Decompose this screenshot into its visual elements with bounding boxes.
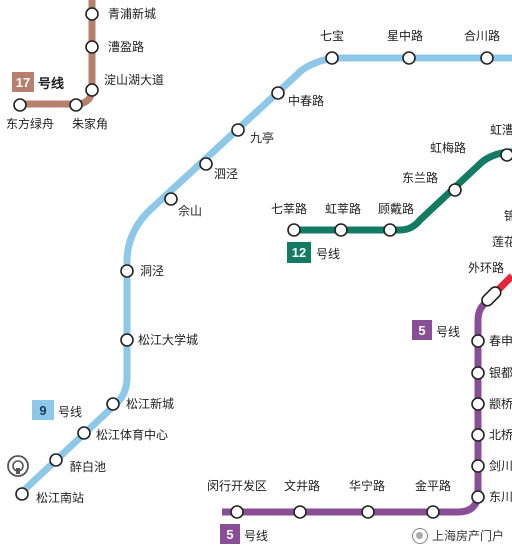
station-marker[interactable]	[15, 487, 29, 501]
station-label: 青浦新城	[108, 6, 156, 21]
line-5-south-suffix: 号线	[244, 529, 269, 543]
station-marker[interactable]	[106, 397, 120, 411]
station-label: 淀山湖大道	[104, 72, 164, 87]
wechat-logo-icon	[411, 527, 428, 544]
station-label: 颛桥	[489, 397, 512, 411]
station-label: 七宝	[320, 29, 344, 43]
station-marker[interactable]	[77, 426, 91, 440]
station-marker[interactable]	[471, 459, 485, 473]
station-label: 东川	[489, 490, 512, 504]
station-marker[interactable]	[199, 157, 213, 171]
station-label: 文井路	[284, 478, 320, 493]
station-label: 朱家角	[72, 116, 108, 131]
line-5-east-suffix: 号线	[436, 325, 461, 339]
line-17-suffix: 号线	[38, 77, 65, 92]
station-marker[interactable]	[120, 333, 134, 347]
station-marker[interactable]	[402, 51, 416, 65]
line-9-stations: 松江南站 醉白池 松江体育中心 松江新城 松江大学城 洞泾 佘山 泗泾 九亭 中…	[15, 28, 500, 505]
line-12-stations: 七莘路 虹莘路 顾戴路 东兰路 虹梅路 虹漕	[271, 123, 512, 237]
line-12-suffix: 号线	[316, 247, 341, 261]
station-marker[interactable]	[287, 223, 301, 237]
station-marker[interactable]	[230, 505, 244, 519]
line-5-south-badge: 5	[220, 524, 240, 544]
line-9-suffix: 号线	[58, 405, 83, 419]
station-label: 华宁路	[349, 478, 385, 493]
station-marker[interactable]	[293, 505, 307, 519]
line-12-track	[294, 148, 512, 234]
station-label: 北桥	[489, 428, 512, 442]
station-label: 松江体育中心	[96, 427, 168, 442]
station-label: 松江南站	[36, 490, 84, 505]
station-label: 虹漕	[490, 123, 512, 137]
station-marker[interactable]	[334, 223, 348, 237]
station-label: 泗泾	[214, 167, 238, 181]
station-label: 松江新城	[126, 396, 174, 411]
station-label: 闵行开发区	[207, 478, 267, 493]
station-label: 醉白池	[70, 459, 106, 474]
line-17-stations: 青浦新城 漕盈路 淀山湖大道 朱家角 东方绿舟	[6, 6, 164, 131]
station-marker[interactable]	[471, 397, 485, 411]
station-label: 东方绿舟	[6, 116, 54, 131]
station-label: 星中路	[387, 28, 423, 43]
station-marker[interactable]	[471, 428, 485, 442]
station-marker[interactable]	[426, 505, 440, 519]
station-marker[interactable]	[471, 490, 485, 504]
station-marker[interactable]	[69, 98, 83, 112]
station-label: 剑川	[489, 458, 512, 473]
station-marker[interactable]	[500, 148, 512, 162]
station-label: 中春路	[288, 93, 324, 108]
station-marker[interactable]	[448, 183, 462, 197]
station-marker[interactable]	[325, 51, 339, 65]
station-label: 外环路	[468, 260, 504, 275]
watermark: 上海房产门户	[411, 527, 504, 544]
station-label: 莲花	[492, 234, 512, 249]
station-label: 九亭	[250, 130, 274, 145]
station-label: 顾戴路	[378, 201, 414, 216]
station-marker[interactable]	[85, 40, 99, 54]
station-marker[interactable]	[120, 264, 134, 278]
station-label: 银都	[489, 366, 512, 380]
watermark-text: 上海房产门户	[431, 529, 504, 543]
station-marker[interactable]	[480, 51, 494, 65]
station-marker[interactable]	[164, 192, 178, 206]
station-label: 锦	[504, 209, 512, 223]
station-marker[interactable]	[383, 223, 397, 237]
station-marker[interactable]	[471, 334, 485, 348]
station-label: 虹莘路	[325, 201, 361, 216]
station-marker[interactable]	[85, 7, 99, 21]
line-12-badge: 12	[287, 242, 311, 263]
station-label: 金平路	[415, 478, 451, 493]
line-5-stations: 闵行开发区 文井路 华宁路 金平路 东川 剑川 北桥 颛桥 银都 春申 外环路 …	[207, 209, 512, 519]
station-marker[interactable]	[85, 83, 99, 97]
interchange-marker[interactable]	[480, 285, 503, 308]
line-9-track	[17, 54, 512, 497]
station-marker[interactable]	[13, 98, 27, 112]
line-5-east-badge: 5	[412, 320, 432, 340]
station-marker[interactable]	[471, 366, 485, 380]
station-label: 七莘路	[271, 201, 307, 216]
station-marker[interactable]	[271, 86, 285, 100]
line-9-badge: 9	[32, 400, 54, 420]
station-label: 合川路	[464, 28, 500, 43]
railway-station-icon	[7, 455, 29, 477]
station-label: 洞泾	[140, 264, 164, 278]
station-marker[interactable]	[49, 453, 63, 467]
station-label: 佘山	[178, 203, 202, 218]
station-label: 东兰路	[402, 170, 438, 185]
station-label: 虹梅路	[430, 140, 466, 155]
station-marker[interactable]	[231, 123, 245, 137]
station-label: 松江大学城	[138, 332, 198, 347]
station-label: 春申	[489, 334, 512, 348]
station-marker[interactable]	[361, 505, 375, 519]
station-label: 漕盈路	[108, 39, 144, 54]
line-17-badge: 17	[12, 72, 34, 92]
